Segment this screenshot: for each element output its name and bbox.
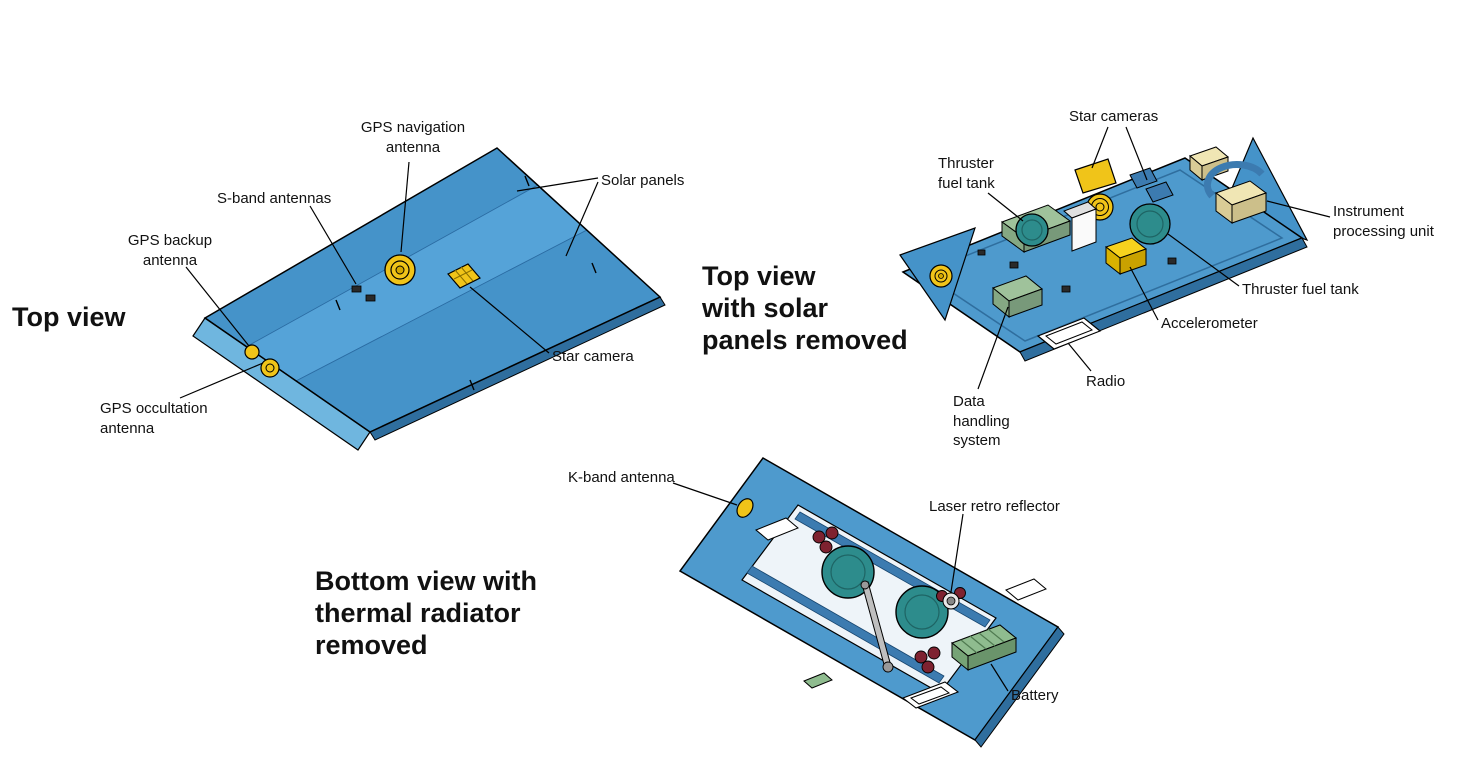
label-thruster-fuel-tank-left: Thruster fuel tank bbox=[938, 155, 995, 192]
label-thruster-fuel-tank-right: Thruster fuel tank bbox=[1242, 281, 1359, 298]
leader-gps-navigation-antenna bbox=[400, 161, 410, 253]
leader-data-handling-system bbox=[977, 306, 1009, 390]
surface-marks bbox=[335, 175, 597, 391]
leader-radio bbox=[1067, 342, 1092, 372]
top-view-title: Top view bbox=[12, 302, 126, 332]
s-band-antenna-pair bbox=[351, 285, 376, 302]
laser-retro-reflector-unit bbox=[936, 587, 966, 610]
leader-star-cameras-2 bbox=[1125, 126, 1148, 181]
label-s-band-antennas: S-band antennas bbox=[217, 190, 332, 207]
leader-solar-panels-2 bbox=[565, 181, 599, 257]
leader-laser-retro-reflector bbox=[950, 513, 964, 593]
top-view-leader-lines bbox=[179, 161, 599, 399]
battery-pack bbox=[950, 624, 1018, 672]
leader-s-band-antennas bbox=[309, 205, 357, 285]
leader-gps-backup-antenna bbox=[185, 266, 250, 347]
radio-frame bbox=[1036, 317, 1102, 350]
top-view-illustration bbox=[179, 147, 666, 451]
top-view-solar-removed-title: Top view with solar panels removed bbox=[702, 261, 908, 355]
label-instrument-processing-unit: Instrument processing unit bbox=[1333, 203, 1434, 240]
label-radio: Radio bbox=[1086, 373, 1126, 390]
leader-instrument-processing-unit bbox=[1266, 200, 1331, 218]
thruster-fuel-tank-right-dome bbox=[1129, 203, 1171, 245]
leader-thruster-fuel-tank-left bbox=[987, 192, 1024, 222]
label-star-camera: Star camera bbox=[552, 348, 634, 365]
body-outline bbox=[203, 147, 662, 433]
leader-thruster-fuel-tank-right bbox=[1167, 233, 1240, 287]
k-band-coil-antenna bbox=[929, 264, 953, 288]
thruster-fuel-tank-left-dome bbox=[1015, 213, 1049, 247]
k-band-antenna-dome bbox=[736, 498, 754, 518]
accelerometer-box bbox=[1104, 237, 1148, 276]
deck-fittings bbox=[977, 249, 1177, 293]
bottom-view-illustration bbox=[672, 457, 1065, 748]
label-gps-backup-antenna: GPS backup antenna bbox=[127, 232, 213, 269]
star-camera-unit bbox=[447, 263, 481, 289]
electronics-box-white bbox=[1063, 201, 1097, 252]
equipment-box-white-1 bbox=[755, 517, 799, 541]
leader-k-band-antenna bbox=[672, 482, 738, 506]
leader-star-camera bbox=[469, 286, 550, 354]
equipment-box-white-2 bbox=[1005, 578, 1047, 601]
leader-star-cameras-1 bbox=[1091, 126, 1109, 169]
valve-assembly-1 bbox=[812, 526, 839, 554]
label-gps-occultation-antenna: GPS occultation antenna bbox=[100, 400, 208, 437]
top-view-open-illustration bbox=[899, 126, 1331, 390]
gps-navigation-antenna-dome bbox=[384, 254, 416, 286]
bottom-view-title: Bottom view with thermal radiator remove… bbox=[315, 566, 537, 660]
connector-box bbox=[803, 672, 833, 689]
label-star-cameras: Star cameras bbox=[1069, 108, 1159, 125]
leader-solar-panels-1 bbox=[516, 177, 599, 192]
top-view-open-leader-lines bbox=[977, 126, 1331, 390]
label-solar-panels: Solar panels bbox=[601, 172, 685, 189]
gps-occultation-antenna-dome bbox=[260, 358, 280, 378]
leader-accelerometer bbox=[1129, 266, 1159, 321]
fuel-tank-dome-2 bbox=[895, 585, 949, 639]
bottom-view-leader-lines bbox=[672, 482, 1009, 692]
label-data-handling-system: Data handling system bbox=[953, 393, 1010, 449]
instrument-processing-unit-box bbox=[1214, 180, 1268, 224]
data-handling-box bbox=[991, 275, 1044, 319]
label-k-band-antenna: K-band antenna bbox=[568, 469, 675, 486]
frame-bottom-edge bbox=[974, 626, 1065, 748]
star-camera-baffle bbox=[1074, 158, 1117, 194]
leader-battery bbox=[990, 663, 1009, 692]
gps-backup-antenna-dome bbox=[244, 344, 260, 360]
label-accelerometer: Accelerometer bbox=[1161, 315, 1258, 332]
leader-gps-occultation-antenna bbox=[179, 362, 264, 399]
cable-arc bbox=[1203, 161, 1265, 199]
valve-assembly-2 bbox=[914, 646, 941, 674]
label-battery: Battery bbox=[1011, 687, 1059, 704]
label-laser-retro-reflector: Laser retro reflector bbox=[929, 498, 1060, 515]
label-gps-navigation-antenna: GPS navigation antenna bbox=[360, 119, 466, 156]
vent-frame bbox=[901, 681, 960, 709]
boom-assembly bbox=[860, 580, 894, 673]
